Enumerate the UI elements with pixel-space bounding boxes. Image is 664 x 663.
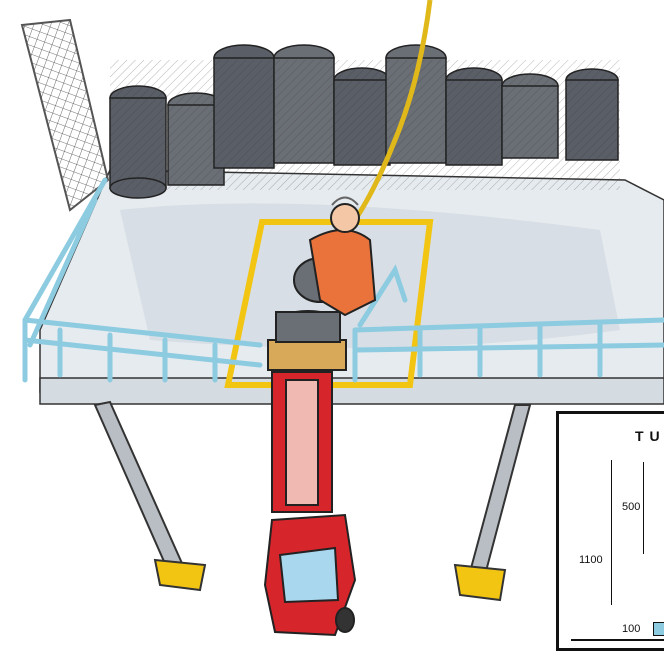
panel-baseline [571,639,664,641]
dimension-panel: TU 1100 500 100 [556,411,664,651]
overall-height-label: 1100 [579,554,603,566]
platform-edge [39,377,664,405]
base-height-label: 100 [622,623,641,635]
crane-rope-icon [352,0,433,222]
support-legs [93,400,532,602]
forklift-icon [263,339,357,637]
dimension-panel-title: TU [635,428,664,444]
base-marker [653,622,664,636]
upper-height-label: 500 [622,501,641,513]
overall-height-line [611,460,612,605]
mesh-gate [20,18,110,212]
tire-stacks [109,44,620,199]
upper-height-line [643,462,644,554]
safety-marking [224,219,434,388]
railing-icon [22,177,664,383]
worker-icon [308,196,377,317]
